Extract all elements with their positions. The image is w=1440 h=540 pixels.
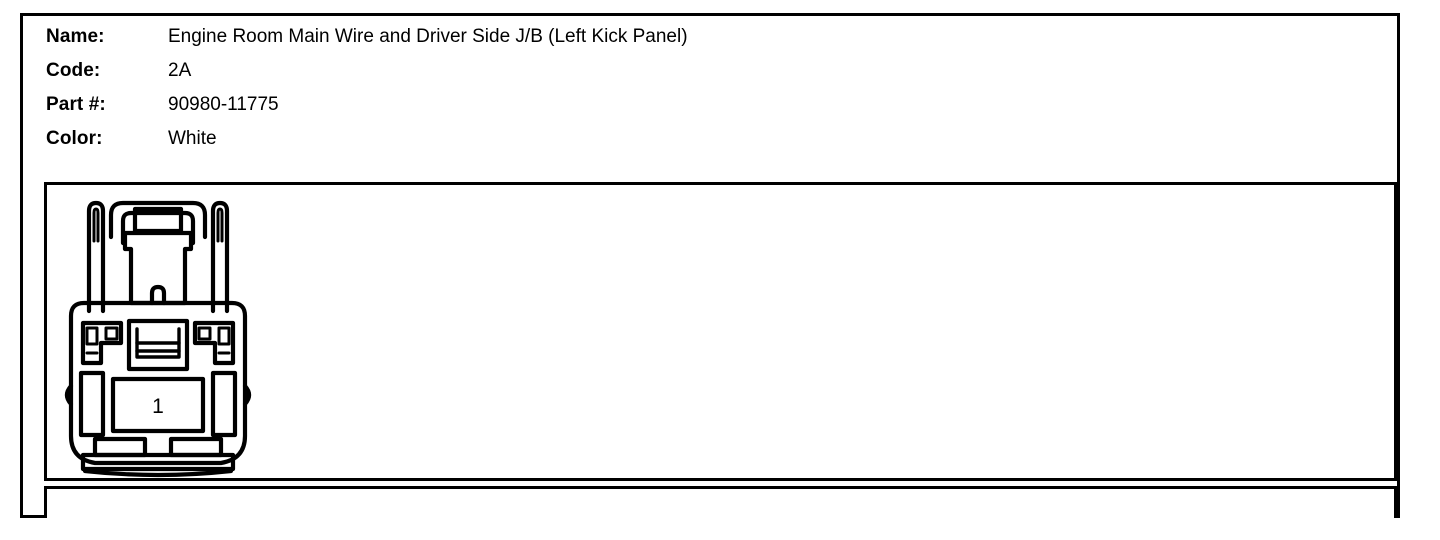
info-label-color: Color: [46, 128, 103, 149]
connector-illustration-svg: 1 [64, 200, 252, 478]
keying-slot-left-b [104, 326, 119, 341]
connector-diagram: 1 [53, 181, 263, 481]
latch-bracket-outer [108, 200, 208, 240]
guide-post-left-slot [92, 207, 100, 243]
info-value-color: White [168, 128, 217, 149]
connector-info-block: Name: Engine Room Main Wire and Driver S… [46, 26, 1366, 162]
info-row-color: Color: White [46, 128, 1366, 162]
latch-center-nub [149, 284, 167, 306]
info-value-name: Engine Room Main Wire and Driver Side J/… [168, 26, 688, 47]
keying-feature-right [192, 320, 236, 366]
info-value-code: 2A [168, 60, 192, 81]
keying-slot-right-a [217, 326, 231, 346]
keying-feature-left [80, 320, 124, 366]
latch-bracket-inner [120, 210, 196, 246]
retention-ear-left [64, 383, 74, 407]
info-row-code: Code: 2A [46, 60, 1366, 94]
latch-body-block [122, 230, 194, 306]
keying-slot-right-b [197, 326, 212, 341]
guide-post-right-slot [216, 207, 224, 243]
info-row-part-number: Part #: 90980-11775 [46, 94, 1366, 128]
lower-blank-strip [44, 486, 1397, 518]
guide-post-left [86, 200, 106, 314]
info-label-part-number: Part #: [46, 94, 106, 115]
info-label-code: Code: [46, 60, 101, 81]
info-label-name: Name: [46, 26, 105, 47]
info-value-part-number: 90980-11775 [168, 94, 279, 115]
rail-pocket-right [210, 370, 238, 438]
spec-sheet-frame: Name: Engine Room Main Wire and Driver S… [20, 13, 1400, 518]
rail-pocket-left [78, 370, 106, 438]
skirt-notch-right [168, 436, 224, 458]
bottom-skirt-edge [82, 468, 234, 478]
guide-post-right [210, 200, 230, 314]
secondary-lock-window [126, 318, 190, 372]
connector-drawing-frame: 1 [44, 182, 1397, 481]
connector-outline-group [64, 200, 252, 478]
skirt-notch-left [92, 436, 148, 458]
keying-slot-left-a [85, 326, 99, 346]
info-row-name: Name: Engine Room Main Wire and Driver S… [46, 26, 1366, 60]
retention-ear-right [242, 383, 252, 407]
cavity-label-1: 1 [152, 395, 164, 418]
terminal-cavity-1 [110, 376, 206, 434]
bottom-skirt-bar [80, 452, 236, 472]
